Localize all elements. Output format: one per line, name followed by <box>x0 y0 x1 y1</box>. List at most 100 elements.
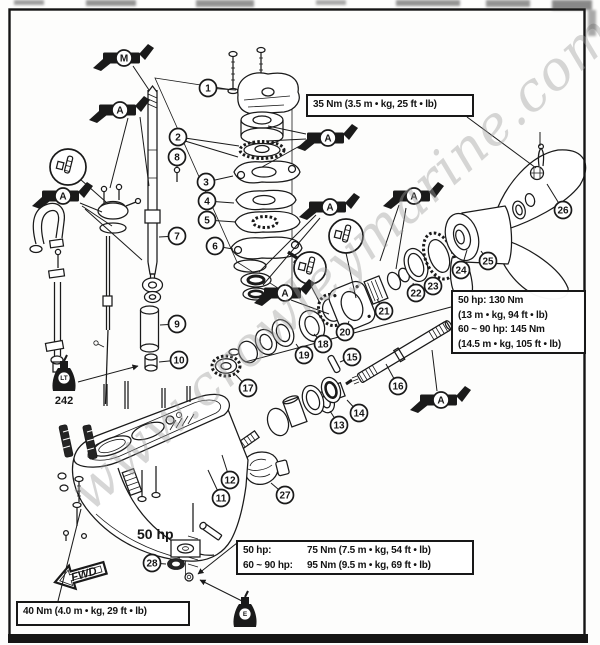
svg-text:2: 2 <box>175 133 181 144</box>
grease-flag-a: A <box>254 279 315 306</box>
callout-8: 8 <box>167 147 187 168</box>
grease-flag-a: A <box>410 386 471 413</box>
svg-text:24: 24 <box>455 266 467 277</box>
svg-text:16: 16 <box>392 382 404 393</box>
callout-16: 16 <box>385 363 408 396</box>
callout-26: 26 <box>546 183 573 220</box>
water-pump-stack <box>173 46 307 301</box>
grease-flag-a: A <box>299 193 360 220</box>
callout-13: 13 <box>329 410 349 435</box>
svg-text:M: M <box>120 54 128 65</box>
callout-5: 5 <box>197 210 237 230</box>
svg-text:6: 6 <box>212 242 218 253</box>
callout-21: 21 <box>374 298 394 321</box>
svg-text:14: 14 <box>353 409 365 420</box>
inset-detail-circle <box>293 251 327 285</box>
callout-9: 9 <box>159 314 187 334</box>
callout-15: 15 <box>339 347 362 367</box>
svg-text:28: 28 <box>146 559 158 570</box>
svg-text:A: A <box>281 289 288 300</box>
svg-text:1: 1 <box>205 84 211 95</box>
scan-artifact <box>196 0 254 7</box>
svg-text:27: 27 <box>279 491 291 502</box>
driveshaft <box>139 84 164 372</box>
scan-artifact <box>486 0 530 7</box>
callout-12: 12 <box>220 454 240 490</box>
callout-11: 11 <box>207 469 231 508</box>
loctite-242-bottle: LT 242 <box>52 354 76 407</box>
grease-flag-a: A <box>89 96 150 123</box>
scan-artifact <box>588 10 596 36</box>
svg-text:A: A <box>324 134 331 145</box>
svg-text:10: 10 <box>173 356 185 367</box>
svg-text:17: 17 <box>242 384 254 395</box>
callout-1: 1 <box>198 78 237 98</box>
fifty-hp-washer-group <box>167 539 201 582</box>
callout-17: 17 <box>235 374 258 398</box>
svg-text:242: 242 <box>55 395 73 407</box>
svg-text:A: A <box>116 106 123 117</box>
svg-text:7: 7 <box>174 232 180 243</box>
svg-text:LT: LT <box>60 375 67 382</box>
svg-text:18: 18 <box>317 340 329 351</box>
callout-18: 18 <box>313 333 333 354</box>
callout-22: 22 <box>406 282 426 303</box>
svg-text:15: 15 <box>346 353 358 364</box>
callout-10: 10 <box>158 350 189 370</box>
part-callouts: 1234567891011121314151617181920212223242… <box>142 78 573 573</box>
callout-28: 28 <box>142 553 167 573</box>
callout-23: 23 <box>423 272 443 296</box>
forward-gear-cluster <box>298 267 410 343</box>
svg-text:A: A <box>326 203 333 214</box>
svg-text:4: 4 <box>204 197 210 208</box>
svg-text:5: 5 <box>204 216 210 227</box>
trim-tab-parts <box>58 424 98 460</box>
svg-text:25: 25 <box>482 257 494 268</box>
page-border <box>8 8 588 643</box>
callout-7: 7 <box>158 226 187 246</box>
grease-flag-a: A <box>32 182 93 209</box>
water-tube-assembly <box>29 202 66 379</box>
scan-artifact <box>86 0 136 6</box>
svg-text:A: A <box>437 396 444 407</box>
svg-text:23: 23 <box>427 282 439 293</box>
svg-text:11: 11 <box>216 494 227 505</box>
variant-label-50hp: 50 hp <box>137 526 174 542</box>
svg-text:19: 19 <box>298 351 310 362</box>
svg-text:3: 3 <box>203 178 209 189</box>
callout-19: 19 <box>294 343 314 365</box>
scan-artifact <box>14 0 44 5</box>
callout-4: 4 <box>197 191 235 211</box>
svg-text:21: 21 <box>378 307 390 318</box>
shift-rod-assembly <box>93 183 142 405</box>
callout-3: 3 <box>196 172 234 192</box>
grease-flag-a: A <box>297 124 358 151</box>
svg-text:A: A <box>59 192 66 203</box>
callout-6: 6 <box>205 236 234 256</box>
pinion-gear-set <box>210 319 295 378</box>
sealant-bottle-e: E <box>233 590 257 627</box>
svg-text:E: E <box>243 611 248 618</box>
gear-housing <box>57 381 249 568</box>
callout-25: 25 <box>478 250 498 271</box>
svg-text:8: 8 <box>174 153 180 164</box>
svg-text:12: 12 <box>224 476 236 487</box>
scan-artifact <box>396 0 460 6</box>
svg-text:20: 20 <box>339 328 351 339</box>
callout-14: 14 <box>346 399 369 423</box>
svg-text:A: A <box>410 192 417 203</box>
scan-artifact <box>316 0 346 5</box>
detail-insets <box>49 148 364 285</box>
svg-text:9: 9 <box>174 320 180 331</box>
fwd-label: FWD <box>70 565 98 584</box>
propeller <box>444 143 587 303</box>
inset-detail-circle <box>49 148 87 186</box>
grease-flag-a: A <box>383 182 444 209</box>
grease-flag-m: M <box>93 44 154 71</box>
callout-24: 24 <box>451 249 471 280</box>
fwd-arrow: FWD <box>53 560 109 591</box>
callout-2: 2 <box>168 127 240 147</box>
